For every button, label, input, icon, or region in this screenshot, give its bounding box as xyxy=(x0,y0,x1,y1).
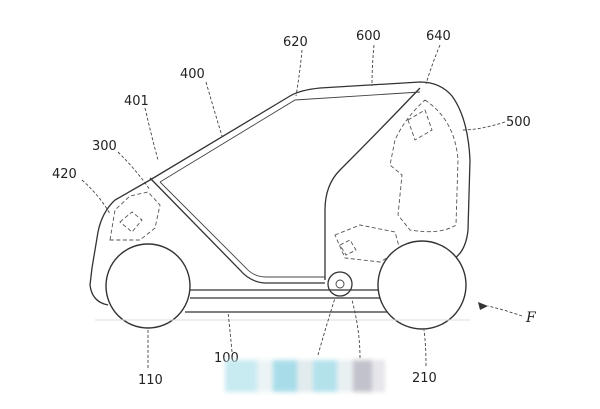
roof-inner-line xyxy=(159,91,421,183)
label-620: 620 xyxy=(283,35,308,50)
leader-300 xyxy=(117,151,151,191)
label-F: F xyxy=(525,310,537,326)
arrow-F xyxy=(478,302,488,310)
label-110: 110 xyxy=(138,373,163,388)
label-500: 500 xyxy=(506,115,531,130)
leader-mid-2 xyxy=(351,299,361,359)
label-401: 401 xyxy=(124,94,149,109)
leader-210 xyxy=(423,329,427,367)
leader-mid-1 xyxy=(317,297,336,356)
front-interior-dashed xyxy=(109,191,161,241)
label-300: 300 xyxy=(92,139,117,154)
leader-420 xyxy=(81,179,111,215)
label-640: 640 xyxy=(426,29,451,44)
leader-500 xyxy=(461,121,506,131)
rear-interior-dashed xyxy=(389,99,459,233)
leader-640 xyxy=(425,44,441,85)
windshield-inner-line xyxy=(159,181,325,278)
leader-600 xyxy=(371,44,375,87)
windshield-line xyxy=(149,177,325,284)
leader-400 xyxy=(205,81,223,137)
rear-pillar xyxy=(324,87,421,280)
pivot-wheel xyxy=(327,271,353,297)
front-bumper xyxy=(89,267,109,306)
rear-wheel xyxy=(377,240,467,330)
watermark-blur xyxy=(225,360,385,392)
body-outline xyxy=(91,81,471,269)
rear-interior-dashed-2 xyxy=(407,109,433,141)
leader-401 xyxy=(144,107,159,161)
leader-620 xyxy=(295,49,303,97)
leader-F xyxy=(487,305,523,317)
leader-100 xyxy=(227,311,233,353)
label-210: 210 xyxy=(412,371,437,386)
front-interior-dashed-2 xyxy=(119,211,143,233)
front-wheel xyxy=(105,243,191,329)
label-600: 600 xyxy=(356,29,381,44)
label-400: 400 xyxy=(180,67,205,82)
label-420: 420 xyxy=(52,167,77,182)
pivot-hub xyxy=(335,279,345,289)
rear-lower-dashed-2 xyxy=(339,239,357,256)
